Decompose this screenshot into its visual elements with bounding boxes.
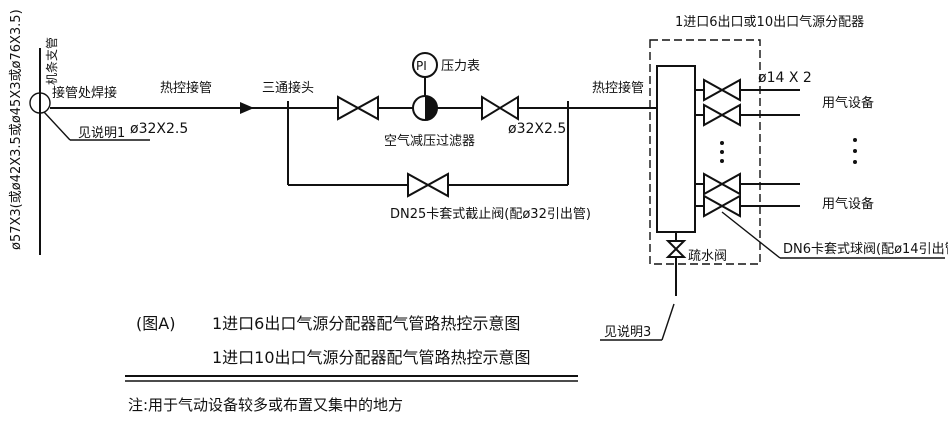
pressure-gauge-icon bbox=[412, 52, 438, 78]
bypass-valve-label: DN25卡套式截止阀(配ø32引出管) bbox=[390, 206, 591, 222]
drain-valve-icon bbox=[665, 240, 687, 258]
ellipsis-dot bbox=[720, 141, 724, 145]
branch-pipe-label: 机条支管 bbox=[44, 37, 59, 85]
bypass-valve-icon bbox=[407, 172, 449, 198]
ellipsis-dot bbox=[853, 160, 857, 164]
pipe-spec-right: ø32X2.5 bbox=[508, 121, 566, 137]
distributor-title: 1进口6出口或10出口气源分配器 bbox=[675, 14, 864, 30]
gauge-label: 压力表 bbox=[441, 59, 480, 74]
ellipsis-dot bbox=[853, 149, 857, 153]
ellipsis-dot bbox=[720, 150, 724, 154]
thermal-pipe-label-right: 热控接管 bbox=[592, 80, 644, 96]
gate-valve-icon bbox=[481, 95, 519, 121]
note3-label: 见说明3 bbox=[604, 325, 651, 340]
ball-valve-icon bbox=[703, 194, 741, 218]
filter-regulator-fill bbox=[425, 96, 437, 120]
ball-valve-icon bbox=[703, 172, 741, 196]
filter-label: 空气减压过滤器 bbox=[384, 133, 475, 149]
thermal-pipe-label-left: 热控接管 bbox=[160, 80, 212, 96]
ball-valve-icon bbox=[703, 78, 741, 102]
note3-leader bbox=[661, 303, 675, 341]
drain-label: 疏水阀 bbox=[688, 249, 727, 264]
note-text: 注:用于气动设备较多或布置又集中的地方 bbox=[128, 396, 404, 414]
tee-label: 三通接头 bbox=[262, 80, 314, 96]
figure-title-1: 1进口6出口气源分配器配气管路热控示意图 bbox=[212, 314, 521, 333]
ball-valve-leader bbox=[721, 211, 781, 259]
note1-label: 见说明1 bbox=[78, 126, 125, 141]
weld-label: 接管处焊接 bbox=[52, 85, 117, 101]
ball-valve-icon bbox=[703, 103, 741, 127]
main-pipe-size-label: ø57X3(或ø42X3.5或ø45X3或ø76X3.5) bbox=[9, 9, 24, 250]
note1-leader bbox=[43, 111, 71, 141]
figure-title-2: 1进口10出口气源分配器配气管路热控示意图 bbox=[212, 348, 531, 367]
ellipsis-dot bbox=[853, 138, 857, 142]
device-label-top: 用气设备 bbox=[822, 95, 874, 111]
ellipsis-dot bbox=[720, 159, 724, 163]
gate-valve-icon bbox=[337, 95, 379, 121]
flow-arrow-icon bbox=[240, 102, 254, 114]
gauge-symbol: PI bbox=[416, 59, 427, 73]
outlet-spec: ø14 X 2 bbox=[758, 70, 812, 86]
pipe-spec-left: ø32X2.5 bbox=[130, 121, 188, 137]
weld-joint-symbol bbox=[29, 92, 51, 114]
figure-tag: (图A) bbox=[136, 314, 176, 333]
device-label-bottom: 用气设备 bbox=[822, 196, 874, 212]
distributor-manifold bbox=[656, 65, 696, 233]
ball-valve-label: DN6卡套式球阀(配ø14引出管) bbox=[783, 241, 948, 257]
distributor-enclosure bbox=[649, 39, 761, 265]
